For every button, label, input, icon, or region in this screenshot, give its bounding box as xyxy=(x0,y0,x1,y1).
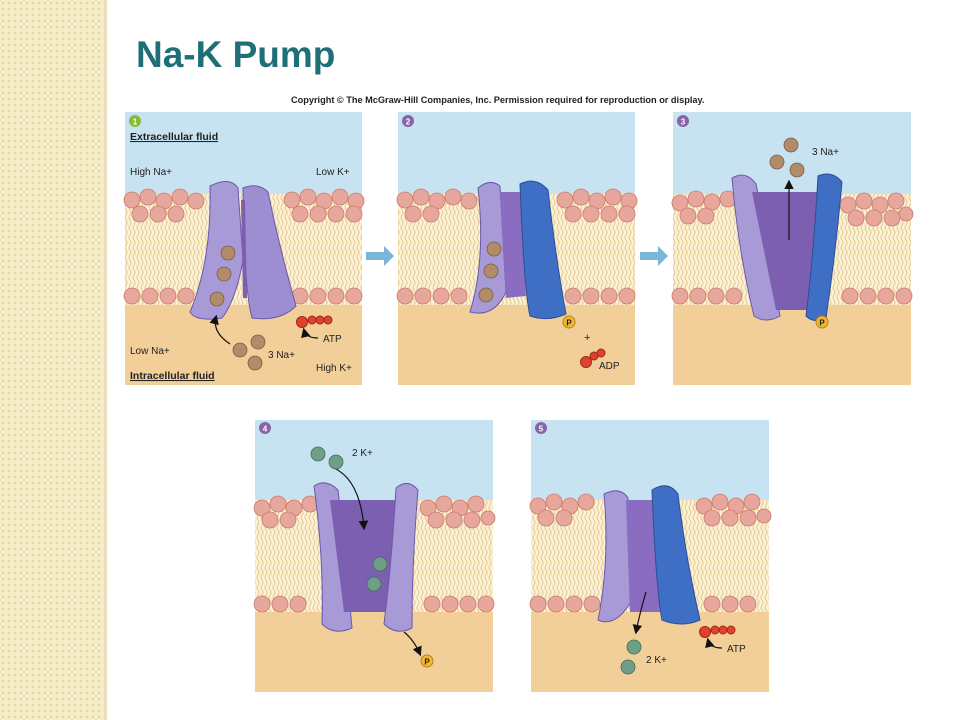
svg-text:P: P xyxy=(819,319,825,328)
panel-step-2: P + ADP 2 xyxy=(396,112,638,385)
pump-protein xyxy=(731,174,781,321)
lipid-heads xyxy=(529,493,772,613)
atp-label: ATP xyxy=(727,644,746,655)
pump-protein-blue xyxy=(519,180,567,320)
phosphate xyxy=(562,315,576,329)
svg-text:P: P xyxy=(424,658,430,667)
k-count-label: 2 K+ xyxy=(646,655,667,666)
low-k-label: Low K+ xyxy=(316,167,350,178)
pump-protein-blue xyxy=(651,485,701,625)
na-count-label: 3 Na+ xyxy=(268,350,295,361)
step-arrow-1-2 xyxy=(366,246,394,266)
adp-label: ADP xyxy=(599,361,620,372)
step-badge-1 xyxy=(129,115,141,127)
slide-title: Na-K Pump xyxy=(136,34,336,75)
step-number: 2 xyxy=(406,118,411,127)
adp-molecule xyxy=(580,348,606,368)
step-number: 5 xyxy=(539,425,544,434)
copyright-notice: Copyright © The McGraw-Hill Companies, I… xyxy=(291,95,705,105)
potassium-ions xyxy=(620,639,642,675)
pump-protein xyxy=(597,490,633,623)
pump-protein xyxy=(189,181,244,320)
panel-step-4: 2 K+ P 4 xyxy=(253,420,496,692)
lipid-heads xyxy=(671,190,914,305)
phosphate xyxy=(420,654,434,668)
sodium-ions xyxy=(478,241,502,303)
phosphate xyxy=(815,315,829,329)
atp-molecule xyxy=(296,315,333,328)
atp-label: ATP xyxy=(323,334,342,345)
step-badge-2 xyxy=(402,115,414,127)
step-arrow-2-3 xyxy=(640,246,668,266)
high-k-label: High K+ xyxy=(316,363,352,374)
low-na-label: Low Na+ xyxy=(130,346,170,357)
lipid-heads xyxy=(123,188,365,305)
high-na-label: High Na+ xyxy=(130,167,172,178)
sodium-ions xyxy=(769,137,805,178)
sodium-ions xyxy=(209,245,266,371)
extracellular-label: Extracellular fluid xyxy=(130,131,218,143)
potassium-ions xyxy=(310,446,388,592)
step-badge-5 xyxy=(535,422,547,434)
decorative-side-strip xyxy=(0,0,107,720)
panel-step-1: 1 Extracellular fluid High Na+ Low K+ Lo… xyxy=(123,112,365,385)
na-count-label: 3 Na+ xyxy=(812,147,839,158)
lipid-heads xyxy=(396,188,638,305)
step-number: 3 xyxy=(681,118,686,127)
step-number: 1 xyxy=(133,118,138,127)
svg-text:P: P xyxy=(566,319,572,328)
panel-step-3: 3 Na+ P 3 xyxy=(671,112,914,385)
step-badge-3 xyxy=(677,115,689,127)
intracellular-label: Intracellular fluid xyxy=(130,370,215,382)
lipid-heads xyxy=(253,495,496,613)
panel-step-5: 2 K+ ATP 5 xyxy=(529,420,772,692)
atp-molecule xyxy=(699,625,736,638)
step-badge-4 xyxy=(259,422,271,434)
step-number: 4 xyxy=(263,425,268,434)
k-count-label: 2 K+ xyxy=(352,448,373,459)
plus-sign: + xyxy=(584,332,590,344)
